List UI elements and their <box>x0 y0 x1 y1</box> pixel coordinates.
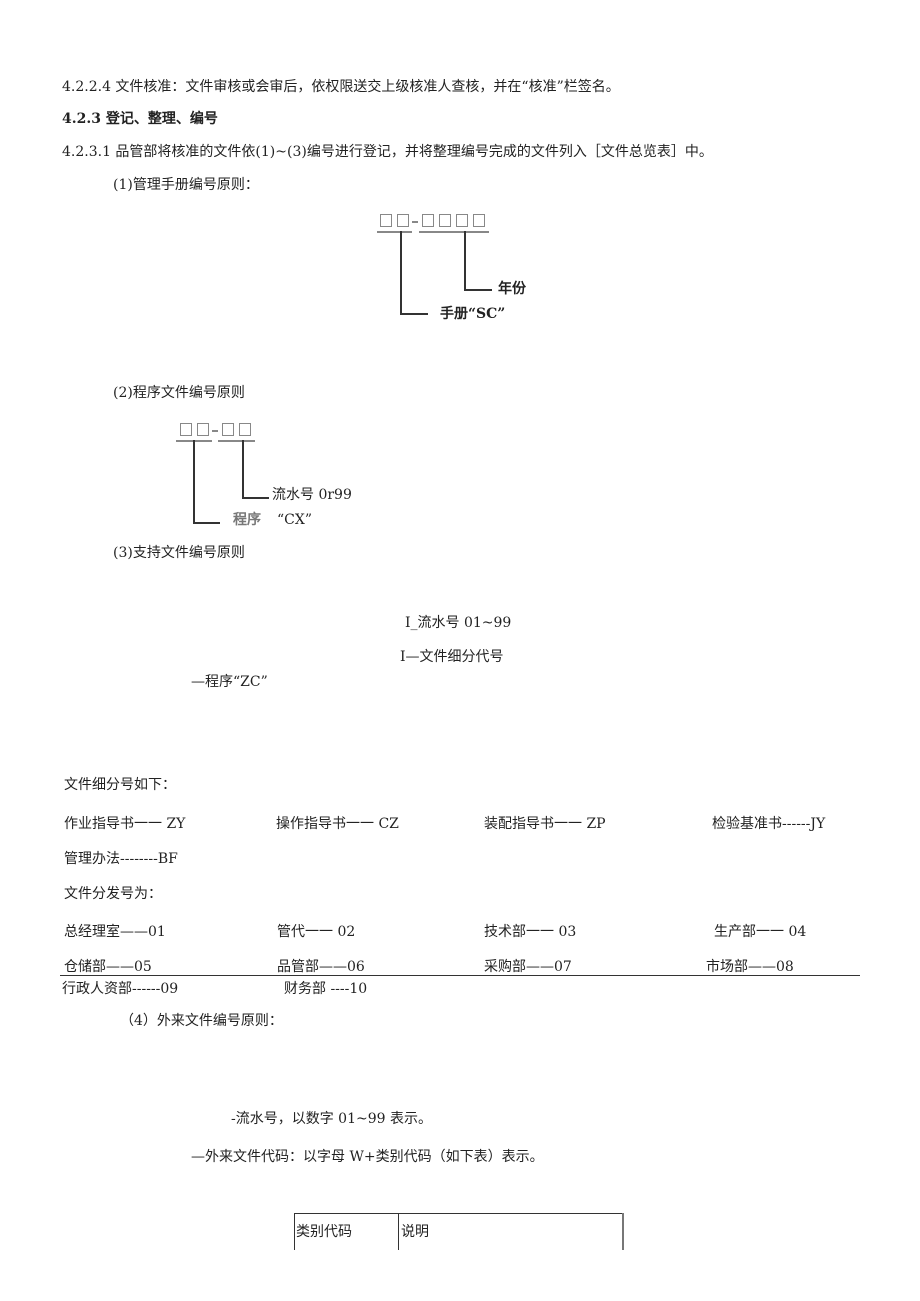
subcodes-title: 文件细分号如下： <box>64 777 176 793</box>
distribution-item: 技术部一一 03 <box>484 924 577 940</box>
label-procedure-code: “CX” <box>277 512 312 528</box>
subcode-item: 操作指导书一一 CZ <box>276 816 399 832</box>
rule1-title: (1)管理手册编号原则： <box>113 177 259 193</box>
rule4-serial-line: -流水号，以数字 01~99 表示。 <box>231 1111 432 1127</box>
distribution-item: 行政人资部------09 <box>62 981 179 997</box>
table-header-desc: 说明 <box>401 1224 429 1240</box>
rule4-code-line: —外来文件代码：以字母 W+类别代码（如下表）表示。 <box>191 1149 544 1165</box>
subcode-item: 检验基准书------JY <box>712 816 826 832</box>
distribution-title: 文件分发号为： <box>64 886 162 902</box>
label-year: 年份 <box>498 281 526 297</box>
label-subcode: I—文件细分代号 <box>400 649 504 665</box>
label-serial-01-99: I_流水号 01~99 <box>405 615 512 631</box>
distribution-item: 采购部——07 <box>484 959 572 975</box>
paragraph-4224: 4.2.2.4 文件核准：文件审核或会审后，依权限送交上级核准人查核，并在“核准… <box>62 79 620 95</box>
subcode-item: 管理办法--------BF <box>64 851 178 867</box>
distribution-item: 管代一一 02 <box>277 924 356 940</box>
section-heading-423: 4.2.3 登记、整理、编号 <box>62 111 218 127</box>
rule2-title: (2)程序文件编号原则 <box>113 385 245 401</box>
rule4-title: （4）外来文件编号原则： <box>120 1013 283 1029</box>
rule3-title: (3)支持文件编号原则 <box>113 545 245 561</box>
distribution-item: 财务部 ----10 <box>284 981 368 997</box>
label-serial-0r99: 流水号 0r99 <box>272 487 352 503</box>
subcode-item: 装配指导书一一 ZP <box>484 816 606 832</box>
label-procedure: 程序 <box>233 512 261 528</box>
distribution-item: 品管部——06 <box>277 959 365 975</box>
distribution-item: 总经理室——01 <box>64 924 166 940</box>
subcode-item: 作业指导书一一 ZY <box>64 816 186 832</box>
table-header-code: 类别代码 <box>296 1224 352 1240</box>
divider-line <box>60 975 860 976</box>
distribution-item: 市场部——08 <box>706 959 794 975</box>
distribution-item: 生产部一一 04 <box>714 924 807 940</box>
label-manual-sc: 手册“SC” <box>440 306 506 322</box>
label-procedure-zc: —程序“ZC” <box>191 674 268 690</box>
distribution-item: 仓储部——05 <box>64 959 152 975</box>
paragraph-4231: 4.2.3.1 品管部将核准的文件依(1)~(3)编号进行登记，并将整理编号完成… <box>62 144 713 160</box>
